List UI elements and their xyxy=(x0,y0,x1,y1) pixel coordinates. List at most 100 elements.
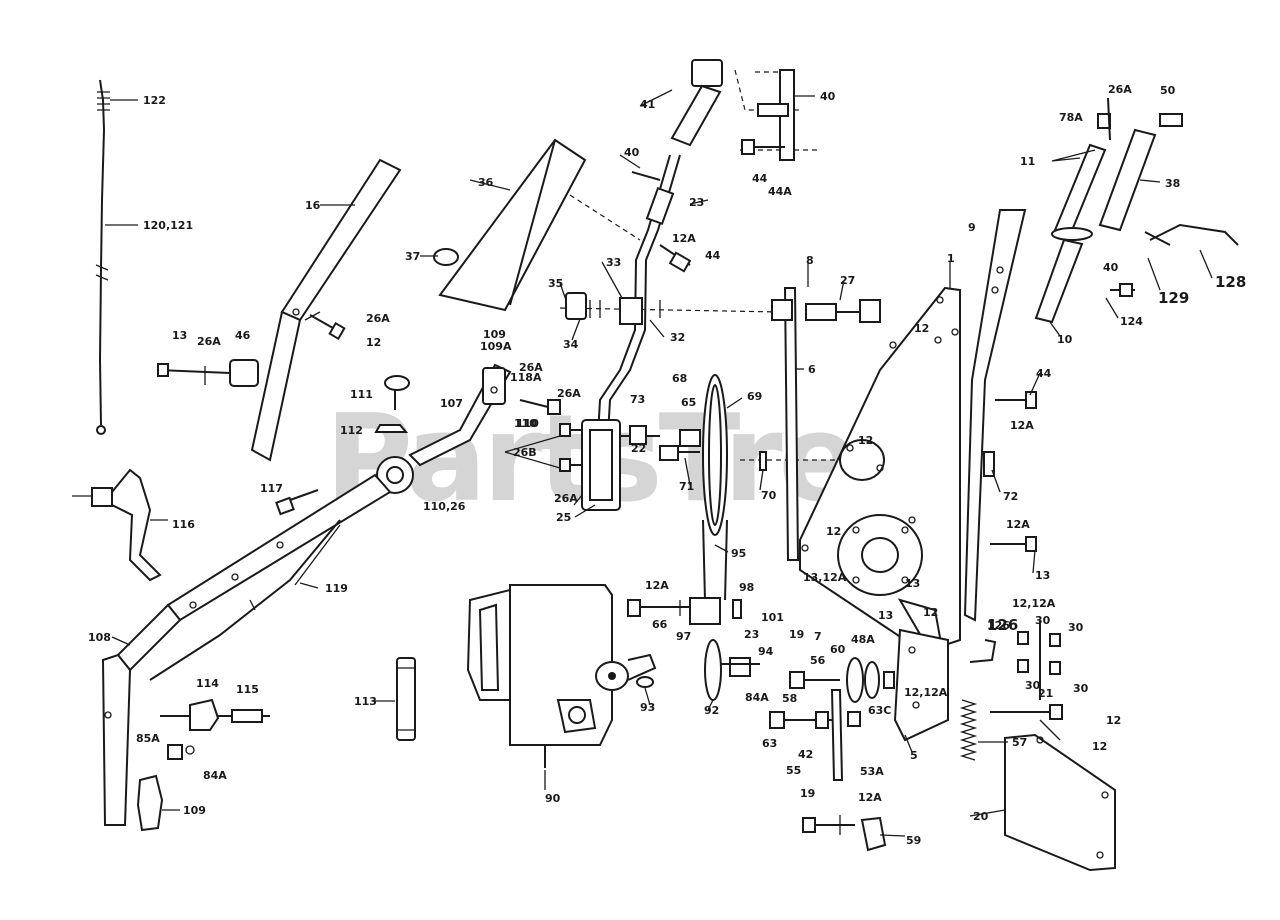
callout-59: 59 xyxy=(906,834,921,847)
callout-40c: 40 xyxy=(1103,261,1119,274)
callout-12e: 12 xyxy=(923,606,938,619)
callout-30a: 30 xyxy=(1035,614,1051,627)
callout-117: 117 xyxy=(260,482,283,495)
callout-114: 114 xyxy=(196,677,219,690)
callout-110: 110 xyxy=(516,417,539,430)
callout-126b: 126 xyxy=(987,616,1018,634)
callout-12a-e: 12A xyxy=(858,791,882,804)
callout-97: 97 xyxy=(676,630,691,643)
callout-115: 115 xyxy=(236,683,259,696)
callout-109: 109 xyxy=(483,328,506,341)
frame-1 xyxy=(799,286,961,667)
callout-22: 22 xyxy=(631,442,646,455)
clutch-bracket-25 xyxy=(559,419,660,511)
clutch-lever-116 xyxy=(72,468,162,582)
callout-124: 124 xyxy=(1120,315,1143,328)
callout-63: 63 xyxy=(762,737,777,750)
grip-109 xyxy=(136,774,164,832)
callout-11: 11 xyxy=(1020,155,1035,168)
callout-13c: 13 xyxy=(878,609,893,622)
handle-knob-46 xyxy=(157,359,259,387)
bolt-12-upper xyxy=(304,311,346,341)
callout-72: 72 xyxy=(1003,490,1018,503)
callout-12d: 12 xyxy=(826,525,841,538)
callout-21: 21 xyxy=(1038,687,1053,700)
callout-46: 46 xyxy=(235,329,251,342)
callout-44a2: 44A xyxy=(768,185,792,198)
callout-120: 120,121 xyxy=(143,219,193,232)
callout-12b: 12 xyxy=(914,322,929,335)
callout-13a: 13 xyxy=(172,329,187,342)
callout-84a-b: 84A xyxy=(745,691,769,704)
side-plate-9 xyxy=(963,209,1037,622)
callout-101: 101 xyxy=(761,611,784,624)
callout-78a: 78A xyxy=(1059,111,1083,124)
callout-63c: 63C xyxy=(868,704,891,717)
callout-84a-a: 84A xyxy=(203,769,227,782)
callout-26a-f: 26A xyxy=(1108,83,1132,96)
callout-leaders xyxy=(105,89,1213,837)
callout-116: 116 xyxy=(172,518,195,531)
callout-41: 41 xyxy=(640,98,655,111)
belt-shield-36 xyxy=(433,138,587,312)
callout-58: 58 xyxy=(782,692,797,705)
callout-30d: 30 xyxy=(1073,682,1089,695)
callout-33: 33 xyxy=(606,256,621,269)
pulley-92 xyxy=(627,597,760,701)
handle-bar-113 xyxy=(396,657,416,741)
callout-26a-a: 26A xyxy=(197,335,221,348)
callout-48a: 48A xyxy=(851,633,875,646)
callout-126: 126 xyxy=(987,619,1010,632)
engine-90 xyxy=(466,584,657,768)
callout-30b: 30 xyxy=(1068,621,1084,634)
callout-60: 60 xyxy=(830,643,846,656)
cover-plate-20 xyxy=(1004,733,1116,872)
handle-upper-16 xyxy=(250,158,402,462)
callout-122: 122 xyxy=(143,94,166,107)
callout-5: 5 xyxy=(910,749,918,762)
callout-19: 19 xyxy=(789,628,804,641)
callout-13-12a: 13,12A xyxy=(803,571,847,584)
callout-1: 1 xyxy=(947,252,955,265)
callout-38: 38 xyxy=(1165,177,1180,190)
idler-assembly-56 xyxy=(769,657,895,781)
callout-12g: 12 xyxy=(1092,740,1107,753)
callout-26a-d: 26A xyxy=(557,387,581,400)
callout-56: 56 xyxy=(810,654,826,667)
callout-111: 111 xyxy=(350,388,373,401)
callout-92: 92 xyxy=(704,704,719,717)
callout-50: 50 xyxy=(1160,84,1176,97)
callout-44b: 44 xyxy=(705,249,721,262)
callout-12-12a-b: 12,12A xyxy=(904,686,948,699)
callout-35: 35 xyxy=(548,277,563,290)
callout-12a-d: 12A xyxy=(1006,518,1030,531)
pivot-33 xyxy=(565,292,661,325)
callout-40b: 40 xyxy=(624,146,640,159)
callout-12c: 12 xyxy=(858,434,873,447)
shift-rod-23 xyxy=(595,154,692,471)
callout-44a: 44 xyxy=(752,172,768,185)
callout-25: 25 xyxy=(556,511,571,524)
callout-23: 23 xyxy=(689,196,704,209)
callout-12a-c: 12A xyxy=(1010,419,1034,432)
callout-98: 98 xyxy=(739,581,754,594)
callout-55: 55 xyxy=(786,764,801,777)
callout-107: 107 xyxy=(440,397,463,410)
callout-44c: 44 xyxy=(1036,367,1052,380)
callout-94: 94 xyxy=(758,645,774,658)
callout-113: 113 xyxy=(354,695,377,708)
callout-16: 16 xyxy=(305,199,321,212)
callout-12a-a: 12A xyxy=(672,232,696,245)
idler-arm-41 xyxy=(670,59,795,161)
bolt-111 xyxy=(374,375,410,433)
callout-93: 93 xyxy=(640,701,655,714)
callout-69: 69 xyxy=(747,390,762,403)
callout-112: 112 xyxy=(340,424,363,437)
callout-27: 27 xyxy=(840,274,855,287)
pulley-69 xyxy=(659,374,767,601)
callout-9: 9 xyxy=(968,221,976,234)
spring-57 xyxy=(959,699,978,761)
callout-30c: 30 xyxy=(1025,679,1041,692)
callout-68: 68 xyxy=(672,372,687,385)
